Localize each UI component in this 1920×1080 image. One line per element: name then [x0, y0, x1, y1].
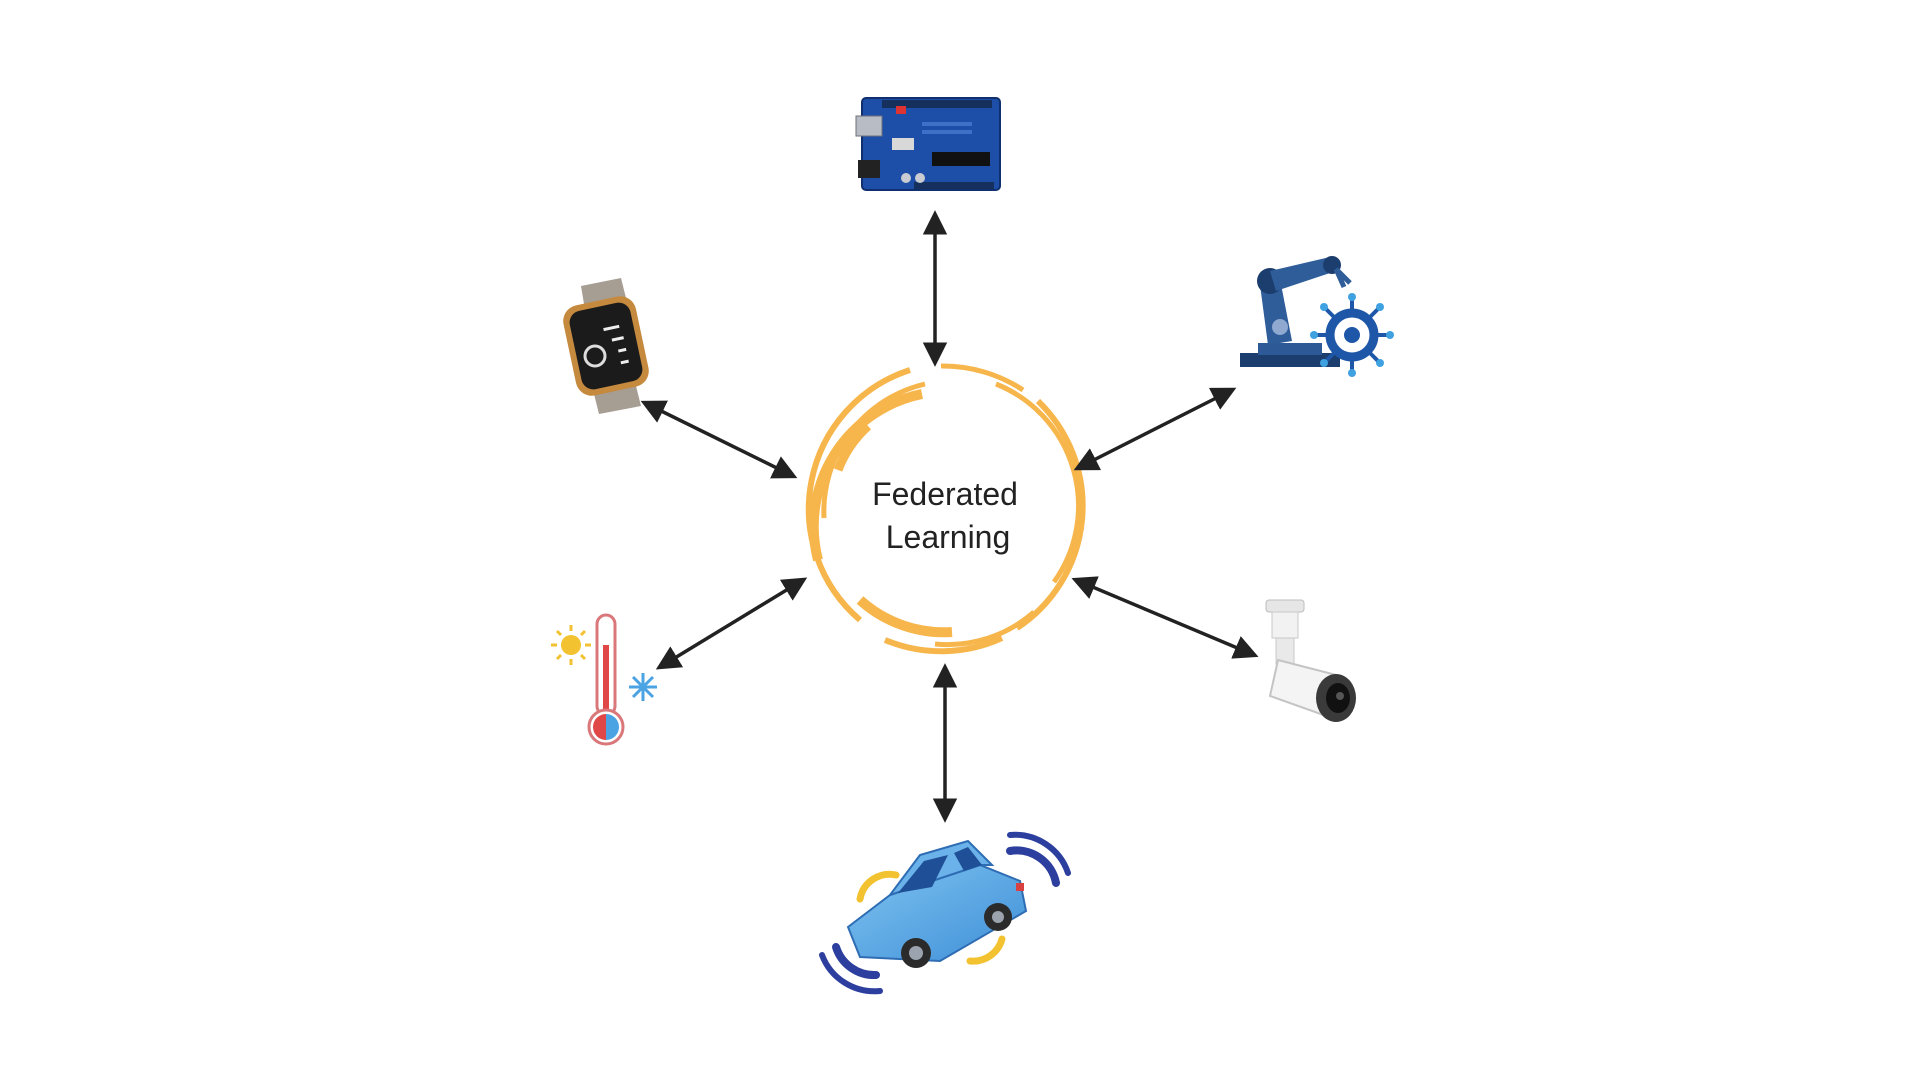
thermometer-icon	[551, 613, 657, 746]
hub-label-line2: Learning	[886, 519, 1011, 555]
ring-arc-inner-2	[833, 422, 872, 472]
ring-arc-outer-4	[805, 367, 911, 623]
connection-arrows	[640, 210, 1259, 823]
ring-arc-inner-3	[856, 596, 953, 638]
smartwatch-icon	[563, 278, 649, 414]
ring-arc-middle-2	[934, 610, 1036, 648]
cctv-camera-icon	[1265, 599, 1356, 722]
ring-arc-inner-1	[808, 389, 923, 562]
ring-arc-outer-1	[940, 363, 1025, 393]
ring-arc-outer-3	[883, 635, 1004, 655]
robot-arm-gear-icon	[1240, 256, 1394, 377]
hub-ring	[805, 363, 1086, 655]
arduino-board-icon	[855, 97, 1001, 191]
hub-label-line1: Federated	[872, 476, 1018, 512]
connected-car-icon	[819, 831, 1071, 995]
arrow-camera	[1071, 576, 1259, 659]
arrow-robot	[1073, 387, 1237, 471]
arrow-smartwatch	[640, 400, 798, 479]
arrow-thermometer	[655, 577, 808, 670]
ring-arc-outer-2	[1015, 398, 1086, 631]
ring-arc-middle-1	[995, 381, 1081, 584]
